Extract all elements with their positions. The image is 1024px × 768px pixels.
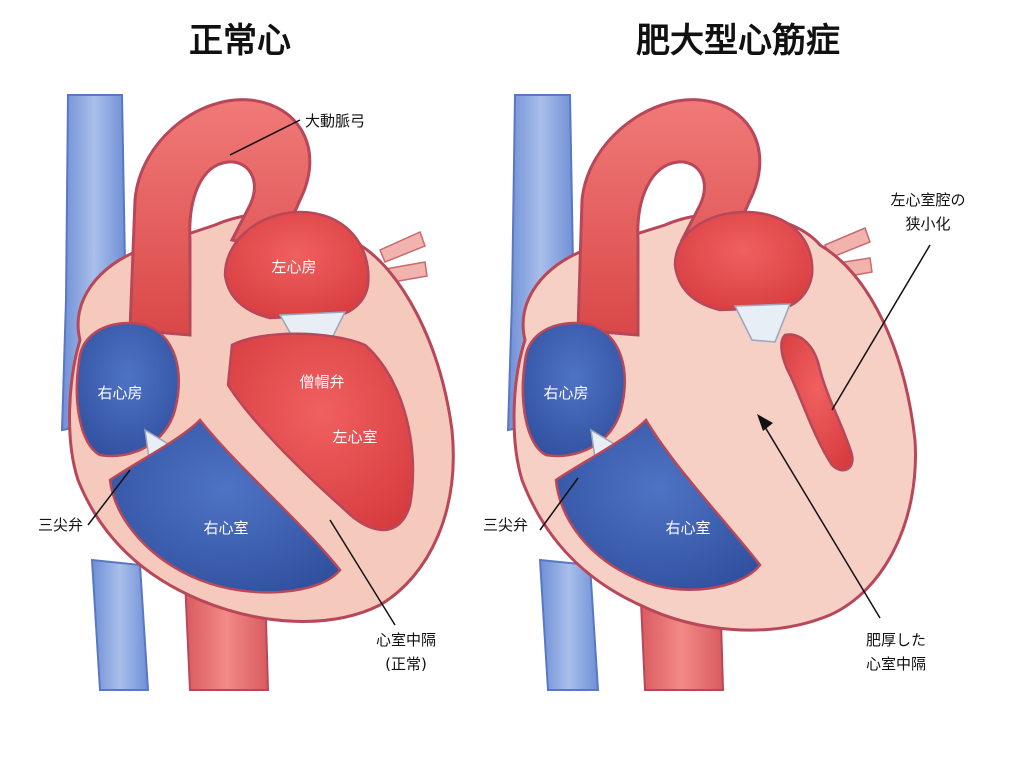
mitral-valve-label: 僧帽弁 bbox=[299, 373, 344, 391]
normal-heart: 正常心 大動脈弓 左心房 僧帽弁 左心室 右心房 右心 bbox=[38, 21, 455, 691]
left-atrium-label: 左心房 bbox=[271, 258, 316, 276]
hcm-heart: 肥大型心筋症 左心室腔の 狭小化 右心房 右心室 三尖弁 肥厚した 心室中隔 bbox=[483, 21, 966, 691]
aortic-arch bbox=[128, 98, 312, 337]
septum-label-line2: (正常) bbox=[385, 655, 427, 673]
left-ventricle bbox=[226, 332, 415, 532]
hcm-left-atrium bbox=[673, 210, 814, 312]
right-atrium-label: 右心房 bbox=[97, 384, 142, 402]
thick-septum-arrowhead bbox=[757, 414, 773, 431]
thick-septum-label-line2: 心室中隔 bbox=[866, 655, 926, 673]
hcm-right-atrium bbox=[521, 321, 626, 458]
narrowed-lv-label-line1: 左心室腔の bbox=[890, 191, 965, 209]
hcm-right-ventricle bbox=[554, 417, 762, 591]
hcm-heart-title: 肥大型心筋症 bbox=[636, 21, 840, 61]
normal-heart-title: 正常心 bbox=[189, 21, 291, 61]
hcm-narrowed-left-ventricle bbox=[780, 333, 854, 472]
narrowed-lv-leader bbox=[831, 244, 931, 411]
tricuspid-valve-label: 三尖弁 bbox=[38, 516, 83, 534]
thick-septum-label-line1: 肥厚した bbox=[866, 631, 926, 649]
hcm-inferior-vena-cava bbox=[538, 558, 600, 691]
right-ventricle-label: 右心室 bbox=[203, 519, 248, 537]
hcm-mitral-valve bbox=[733, 303, 792, 343]
left-atrium bbox=[223, 210, 370, 320]
hcm-right-ventricle-label: 右心室 bbox=[665, 519, 710, 537]
septum-label-line1: 心室中隔 bbox=[376, 631, 436, 649]
right-atrium bbox=[75, 321, 180, 458]
inferior-vena-cava bbox=[90, 558, 150, 691]
aortic-arch-label: 大動脈弓 bbox=[305, 112, 365, 130]
septum-leader bbox=[329, 519, 396, 626]
right-ventricle bbox=[108, 418, 342, 594]
aortic-arch-leader bbox=[229, 119, 301, 156]
hcm-tricuspid-leader bbox=[539, 477, 579, 531]
hcm-tricuspid-valve-label: 三尖弁 bbox=[483, 516, 528, 534]
left-ventricle-label: 左心室 bbox=[332, 428, 377, 446]
thick-septum-leader bbox=[761, 421, 881, 619]
hcm-right-atrium-label: 右心房 bbox=[543, 384, 588, 402]
tricuspid-leader bbox=[87, 469, 131, 526]
narrowed-lv-label-line2: 狭小化 bbox=[905, 215, 950, 233]
hcm-aortic-arch bbox=[576, 98, 762, 337]
